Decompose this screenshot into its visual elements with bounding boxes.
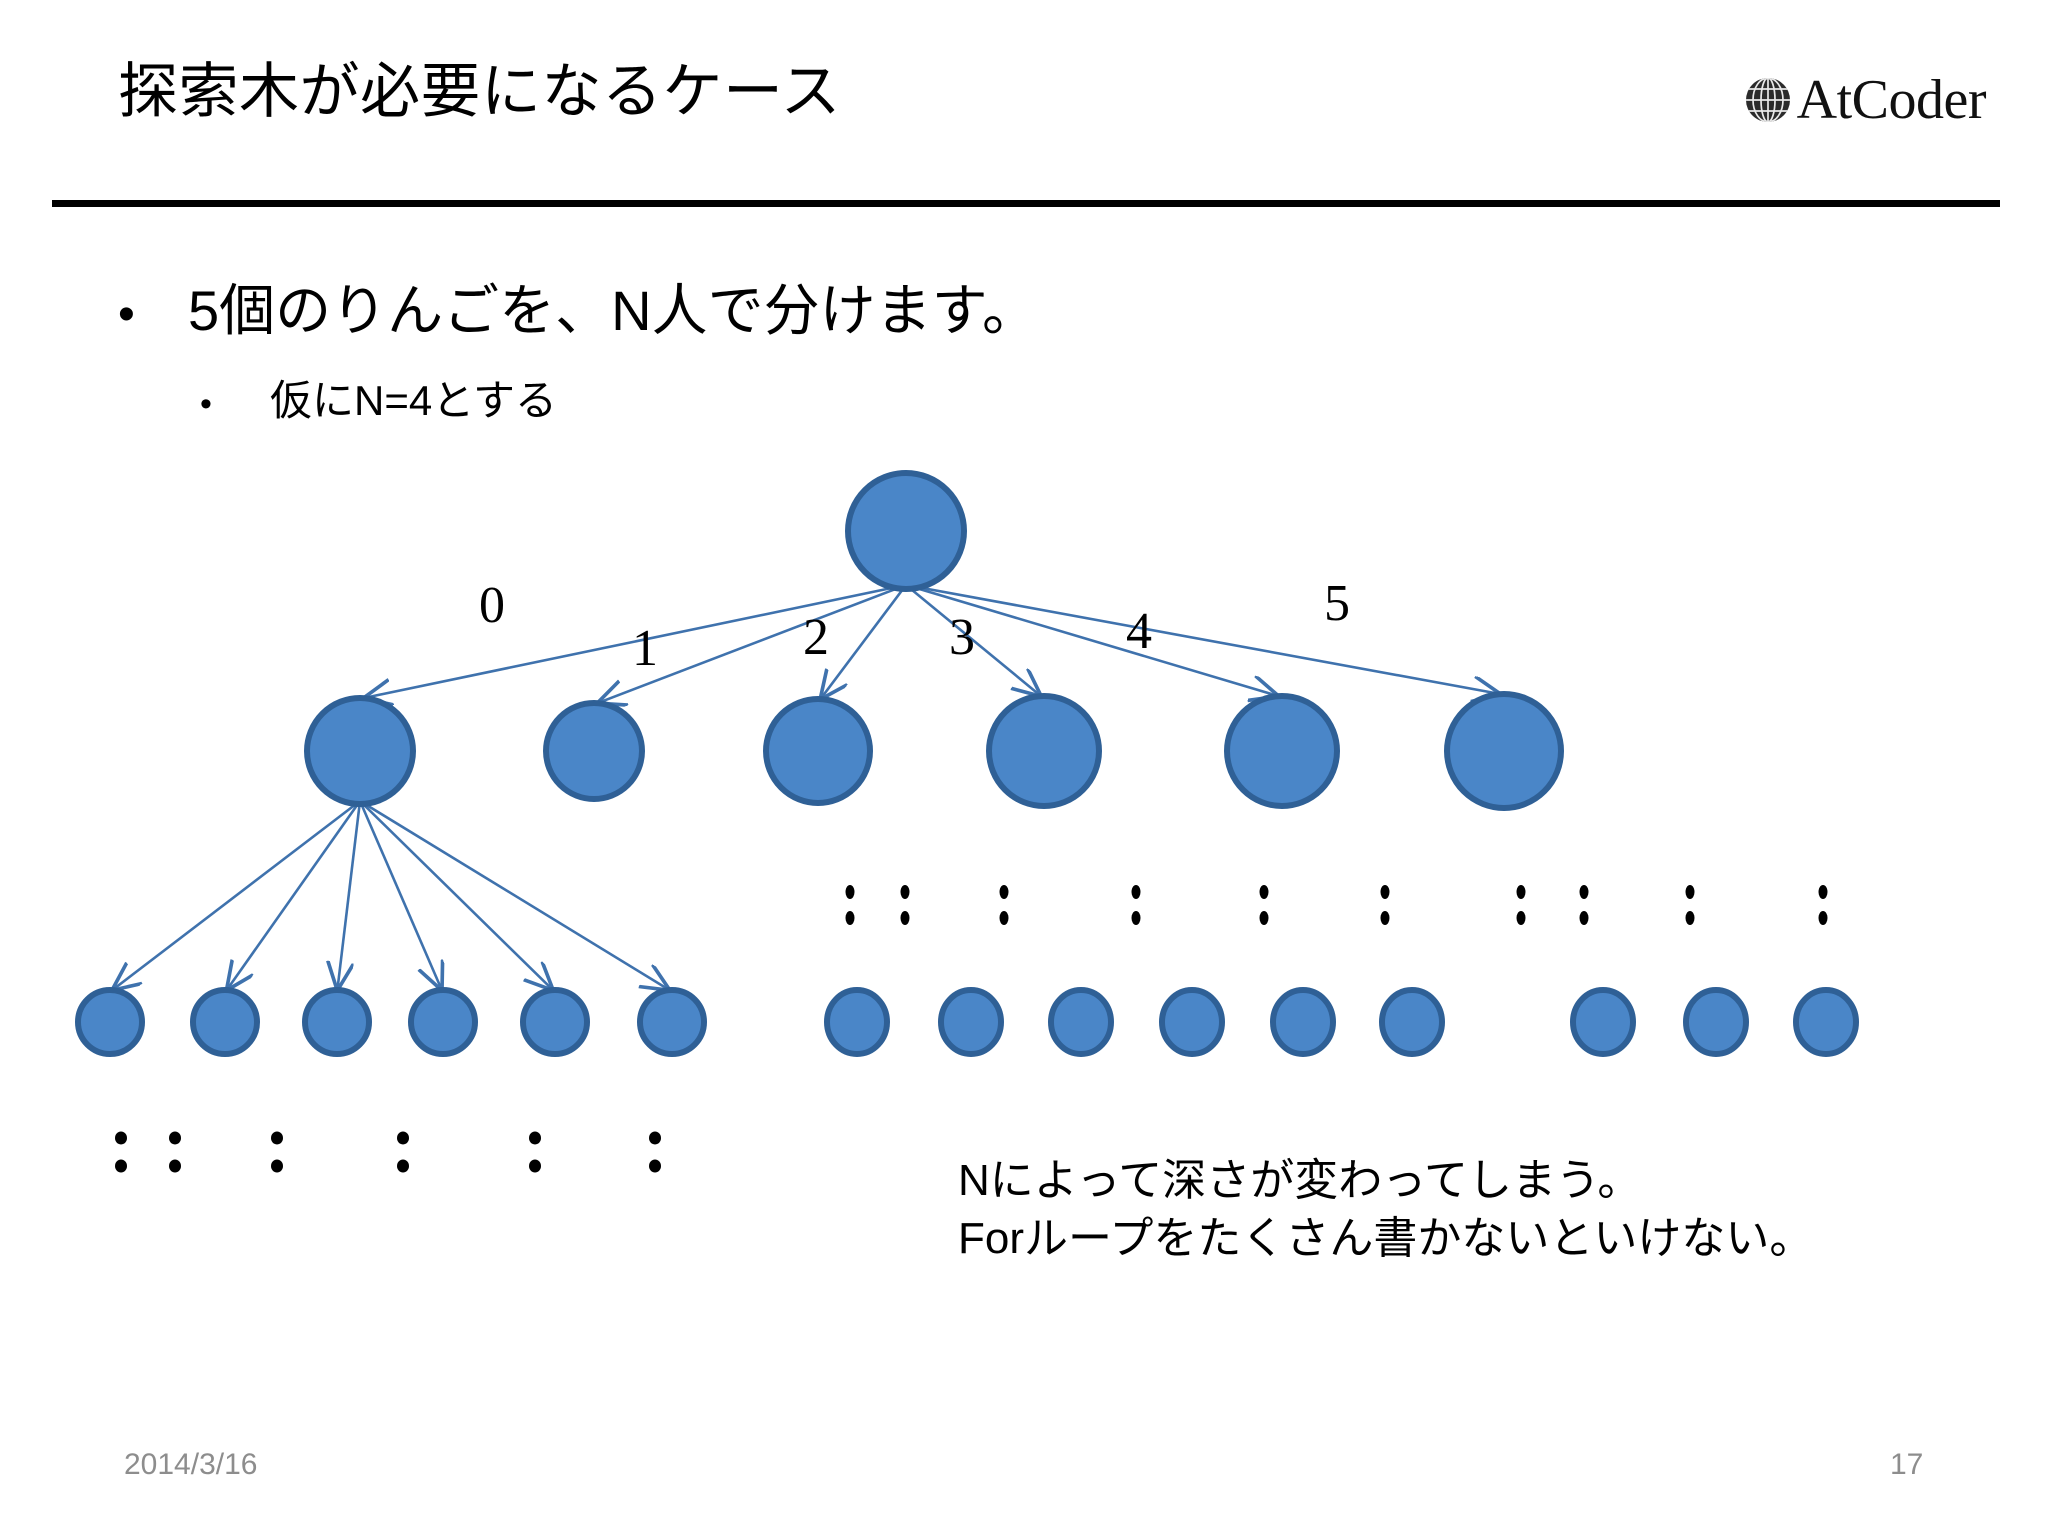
ellipsis-lower-1 xyxy=(169,1131,181,1173)
ellipsis-upper-3 xyxy=(1131,885,1141,925)
tree-edge-root-1 xyxy=(600,583,907,702)
tree-node-level1-0 xyxy=(304,695,416,807)
tree-node-leaf-right-4 xyxy=(1270,987,1336,1057)
tree-node-leaf-left-5 xyxy=(637,987,707,1057)
tree-edge-branch-3 xyxy=(358,800,441,988)
ellipsis-upper-9 xyxy=(1818,885,1828,925)
tree-node-leaf-right-5 xyxy=(1379,987,1445,1057)
tree-edge-root-0 xyxy=(366,583,907,698)
tree-node-leaf-left-2 xyxy=(302,987,372,1057)
footer-date: 2014/3/16 xyxy=(124,1448,258,1481)
tree-node-leaf-right-3 xyxy=(1159,987,1225,1057)
tree-node-level1-4 xyxy=(1224,693,1340,809)
bullet-marker: • xyxy=(200,385,212,423)
bullet-marker: • xyxy=(118,288,135,341)
edge-label-0: 0 xyxy=(479,577,505,634)
ellipsis-upper-2 xyxy=(999,885,1009,925)
note-line-1: Nによって深さが変わってしまう。 xyxy=(958,1156,1642,1205)
ellipsis-upper-8 xyxy=(1685,885,1695,925)
bullet-level2: • 仮にN=4とする xyxy=(200,377,557,424)
tree-edge-branch-5 xyxy=(359,799,668,989)
tree-edge-branch-1 xyxy=(228,800,362,988)
tree-node-leaf-left-4 xyxy=(520,987,590,1057)
tree-edge-labels: 0 1 2 3 4 5 xyxy=(479,575,1350,677)
ellipsis-upper-4 xyxy=(1259,885,1269,925)
ellipsis-lower-5 xyxy=(649,1131,661,1173)
tree-node-leaf-right-7 xyxy=(1683,987,1749,1057)
tree-edge-root-4 xyxy=(905,583,1276,695)
tree-node-leaf-left-1 xyxy=(190,987,260,1057)
page-title: 探索木が必要になるケース xyxy=(118,58,841,125)
footer-page-number: 17 xyxy=(1890,1448,1924,1481)
tree-node-level1-5 xyxy=(1444,691,1564,811)
globe-icon xyxy=(1743,75,1793,125)
ellipsis-lower-4 xyxy=(529,1131,541,1173)
tree-node-leaf-right-8 xyxy=(1793,987,1859,1057)
ellipsis-upper-0 xyxy=(845,885,855,925)
edge-label-5: 5 xyxy=(1324,575,1350,632)
ellipsis-upper-1 xyxy=(900,885,910,925)
tree-node-root xyxy=(845,470,967,592)
tree-edges xyxy=(114,583,1498,989)
tree-node-level1-1 xyxy=(543,700,645,802)
edge-label-2: 2 xyxy=(803,609,829,666)
tree-node-leaf-right-6 xyxy=(1570,987,1636,1057)
note-line-2: Forループをたくさん書かないといけない。 xyxy=(958,1214,1814,1264)
ellipsis-upper-7 xyxy=(1579,885,1589,925)
tree-edge-root-3 xyxy=(905,583,1039,695)
note-text: Nによって深さが変わってしまう。 Forループをたくさん書かないといけない。 xyxy=(958,1152,1813,1268)
ellipsis-upper-6 xyxy=(1516,885,1526,925)
tree-node-leaf-left-0 xyxy=(75,987,145,1057)
ellipsis-lower-3 xyxy=(397,1131,409,1173)
tree-edge-branch-4 xyxy=(359,800,551,989)
tree-node-level1-2 xyxy=(763,696,873,806)
bullet-level1: • 5個のりんごを、N人で分けます。 xyxy=(118,280,1038,342)
tree-edge-branch-2 xyxy=(338,800,362,988)
tree-node-leaf-right-2 xyxy=(1048,987,1114,1057)
edge-label-3: 3 xyxy=(949,609,975,666)
title-divider xyxy=(52,200,2000,207)
tree-edge-root-5 xyxy=(905,583,1498,694)
bullet-level1-text: 5個のりんごを、N人で分けます。 xyxy=(188,279,1038,342)
edge-label-4: 4 xyxy=(1126,603,1152,660)
tree-nodes xyxy=(75,470,1859,1057)
tree-edge-branch-0 xyxy=(114,799,361,989)
tree-node-leaf-right-1 xyxy=(938,987,1004,1057)
ellipsis-lower-2 xyxy=(271,1131,283,1173)
ellipsis-lower-0 xyxy=(115,1131,127,1173)
tree-node-leaf-left-3 xyxy=(408,987,478,1057)
tree-node-leaf-right-0 xyxy=(824,987,890,1057)
brand-name: AtCoder xyxy=(1796,69,1987,131)
bullet-level2-text: 仮にN=4とする xyxy=(270,377,557,424)
tree-ellipses xyxy=(115,885,1828,1173)
edge-label-1: 1 xyxy=(632,620,658,677)
tree-node-level1-3 xyxy=(986,693,1102,809)
atcoder-logo: AtCoder xyxy=(1743,69,1987,131)
ellipsis-upper-5 xyxy=(1380,885,1390,925)
tree-edge-root-2 xyxy=(822,584,908,697)
